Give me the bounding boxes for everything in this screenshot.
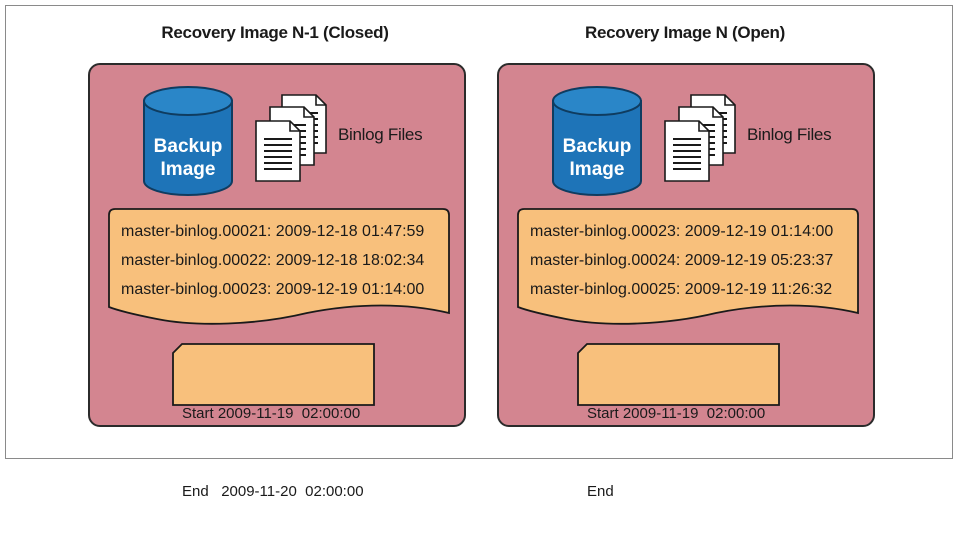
binlog-files-icon bbox=[661, 93, 741, 185]
binlog-files-icon bbox=[252, 93, 332, 185]
backup-image-label: Backup Image bbox=[153, 136, 223, 180]
backup-image-cylinder: Backup Image bbox=[142, 85, 234, 199]
binlog-list-banner: master-binlog.00023: 2009-12-19 01:14:00… bbox=[516, 207, 860, 331]
panel-title-right: Recovery Image N (Open) bbox=[585, 23, 785, 42]
binlog-entry: master-binlog.00025: 2009-12-19 11:26:32 bbox=[530, 281, 833, 298]
document-icon bbox=[664, 120, 710, 182]
recovery-image-panel-left: Backup Image Binlog Files bbox=[88, 63, 466, 500]
backup-image-cylinder: Backup Image bbox=[551, 85, 643, 199]
start-time: Start 2009-11-19 02:00:00 bbox=[182, 405, 361, 422]
start-time: Start 2009-11-19 02:00:00 bbox=[587, 405, 766, 422]
binlog-entry: master-binlog.00021: 2009-12-18 01:47:59 bbox=[121, 223, 425, 240]
binlog-files-label: Binlog Files bbox=[747, 125, 832, 144]
binlog-files-label: Binlog Files bbox=[338, 125, 423, 144]
panel-title-left: Recovery Image N-1 (Closed) bbox=[161, 23, 389, 42]
recovery-image-panel-right: Backup Image Binlog Files bbox=[497, 63, 875, 500]
binlog-entry: master-binlog.00024: 2009-12-19 05:23:37 bbox=[530, 252, 834, 269]
binlog-entry: master-binlog.00022: 2009-12-18 18:02:34 bbox=[121, 252, 425, 269]
end-time: End 2009-11-20 02:00:00 bbox=[182, 483, 364, 500]
backup-image-label: Backup Image bbox=[562, 136, 632, 180]
binlog-entry: master-binlog.00023: 2009-12-19 01:14:00 bbox=[530, 223, 834, 240]
end-time: End bbox=[587, 483, 614, 500]
database-cylinder-icon bbox=[552, 86, 642, 196]
binlog-entry: master-binlog.00023: 2009-12-19 01:14:00 bbox=[121, 281, 425, 298]
binlog-list-banner: master-binlog.00021: 2009-12-18 01:47:59… bbox=[107, 207, 451, 331]
document-icon bbox=[255, 120, 301, 182]
database-cylinder-icon bbox=[143, 86, 233, 196]
time-range-box: Start 2009-11-19 02:00:00 End 2009-11-20… bbox=[172, 343, 384, 500]
time-range-box: Start 2009-11-19 02:00:00 End bbox=[577, 343, 789, 500]
